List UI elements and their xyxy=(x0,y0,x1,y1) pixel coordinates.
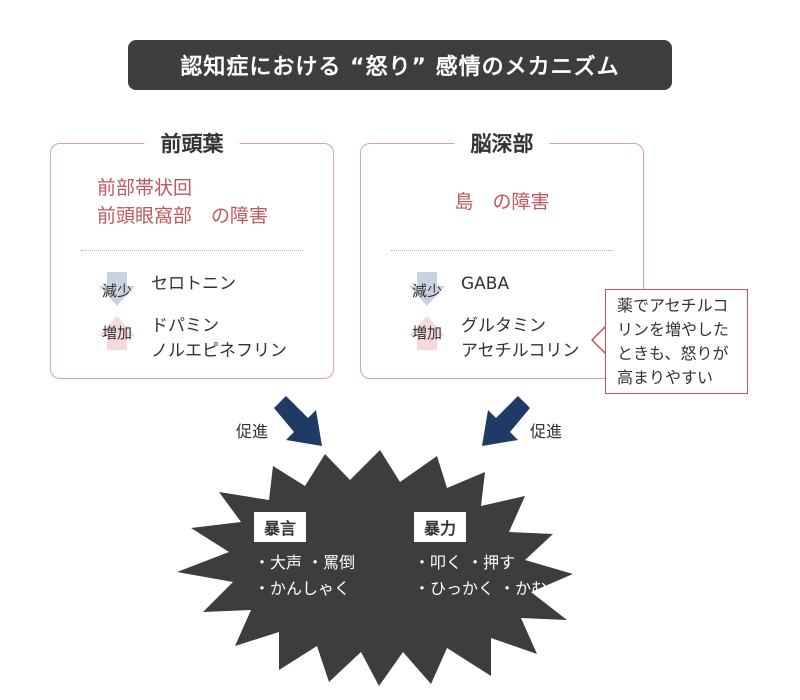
note-callout: 薬でアセチルコ リンを増やした ときも、怒りが 高まりやすい xyxy=(605,289,748,394)
badge-label: 減少 xyxy=(101,281,132,300)
increase-row: 増加 グルタミン アセチルコリン xyxy=(361,314,579,364)
neurotransmitter: ドパミン xyxy=(151,316,219,336)
callout-line: 高まりやすい xyxy=(617,368,714,387)
promote-label-right: 促進 xyxy=(530,422,563,441)
badge-label: 減少 xyxy=(411,281,442,300)
behavior-item: ・ひっかく ・かむ xyxy=(414,579,548,598)
decrease-list: セロトニン xyxy=(151,272,236,297)
deep-brain-panel: 脳深部 島 の障害 減少 GABA 増加 グルタミン アセチルコリン xyxy=(360,128,644,379)
frontal-region-text: 前部帯状回 前頭眼窩部 の障害 xyxy=(51,174,333,230)
dotted-divider xyxy=(81,250,303,251)
page-title: 認知症における “怒り” 感情のメカニズム xyxy=(128,40,672,90)
region-line: 前部帯状回 xyxy=(97,177,193,199)
frontal-lobe-label: 前頭葉 xyxy=(144,128,240,158)
dotted-divider xyxy=(391,250,613,251)
decrease-row: 減少 セロトニン xyxy=(51,272,236,308)
anger-burst-shape xyxy=(177,450,573,686)
decrease-badge: 減少 xyxy=(405,272,449,308)
badge-label: 増加 xyxy=(411,323,442,342)
region-line: 島 の障害 xyxy=(454,191,550,213)
up-arrow-icon xyxy=(409,316,445,350)
neurotransmitter: グルタミン xyxy=(461,316,546,336)
frontal-lobe-panel: 前頭葉 前部帯状回 前頭眼窩部 の障害 減少 セロトニン 増加 ドパミン ノルエ… xyxy=(50,128,334,379)
verbal-abuse-heading: 暴言 xyxy=(254,512,307,542)
behavior-item: ・叩く ・押す xyxy=(414,553,516,572)
violence-group: 暴力 ・叩く ・押す ・ひっかく ・かむ xyxy=(414,512,547,602)
increase-badge: 増加 xyxy=(405,314,449,350)
region-line: 前頭眼窩部 の障害 xyxy=(97,205,269,227)
down-arrow-icon xyxy=(99,272,135,306)
callout-line: 薬でアセチルコ xyxy=(617,296,729,315)
decrease-badge: 減少 xyxy=(95,272,139,308)
promote-label-left: 促進 xyxy=(236,422,269,441)
up-arrow-icon xyxy=(99,316,135,350)
callout-line: ときも、怒りが xyxy=(617,344,729,363)
verbal-abuse-group: 暴言 ・大声 ・罵倒 ・かんしゃく xyxy=(254,512,355,602)
increase-row: 増加 ドパミン ノルエピネフリン xyxy=(51,314,287,364)
badge-label: 増加 xyxy=(101,323,132,342)
neurotransmitter: セロトニン xyxy=(151,274,236,294)
right-down-arrow-icon xyxy=(482,396,530,446)
left-down-arrow-icon xyxy=(274,396,322,446)
neurotransmitter: ノルエピネフリン xyxy=(151,341,287,361)
callout-line: リンを増やした xyxy=(617,320,730,339)
decrease-row: 減少 GABA xyxy=(361,272,509,308)
deep-region-text: 島 の障害 xyxy=(361,188,643,216)
deep-brain-label: 脳深部 xyxy=(454,128,550,158)
increase-badge: 増加 xyxy=(95,314,139,350)
neurotransmitter: アセチルコリン xyxy=(461,341,580,361)
increase-list: ドパミン ノルエピネフリン xyxy=(151,314,287,364)
behavior-item: ・大声 ・罵倒 xyxy=(254,553,356,572)
decrease-list: GABA xyxy=(461,272,509,297)
increase-list: グルタミン アセチルコリン xyxy=(461,314,579,364)
behavior-item: ・かんしゃく xyxy=(254,579,351,598)
neurotransmitter: GABA xyxy=(461,274,510,294)
violence-heading: 暴力 xyxy=(414,512,467,542)
down-arrow-icon xyxy=(409,272,445,306)
